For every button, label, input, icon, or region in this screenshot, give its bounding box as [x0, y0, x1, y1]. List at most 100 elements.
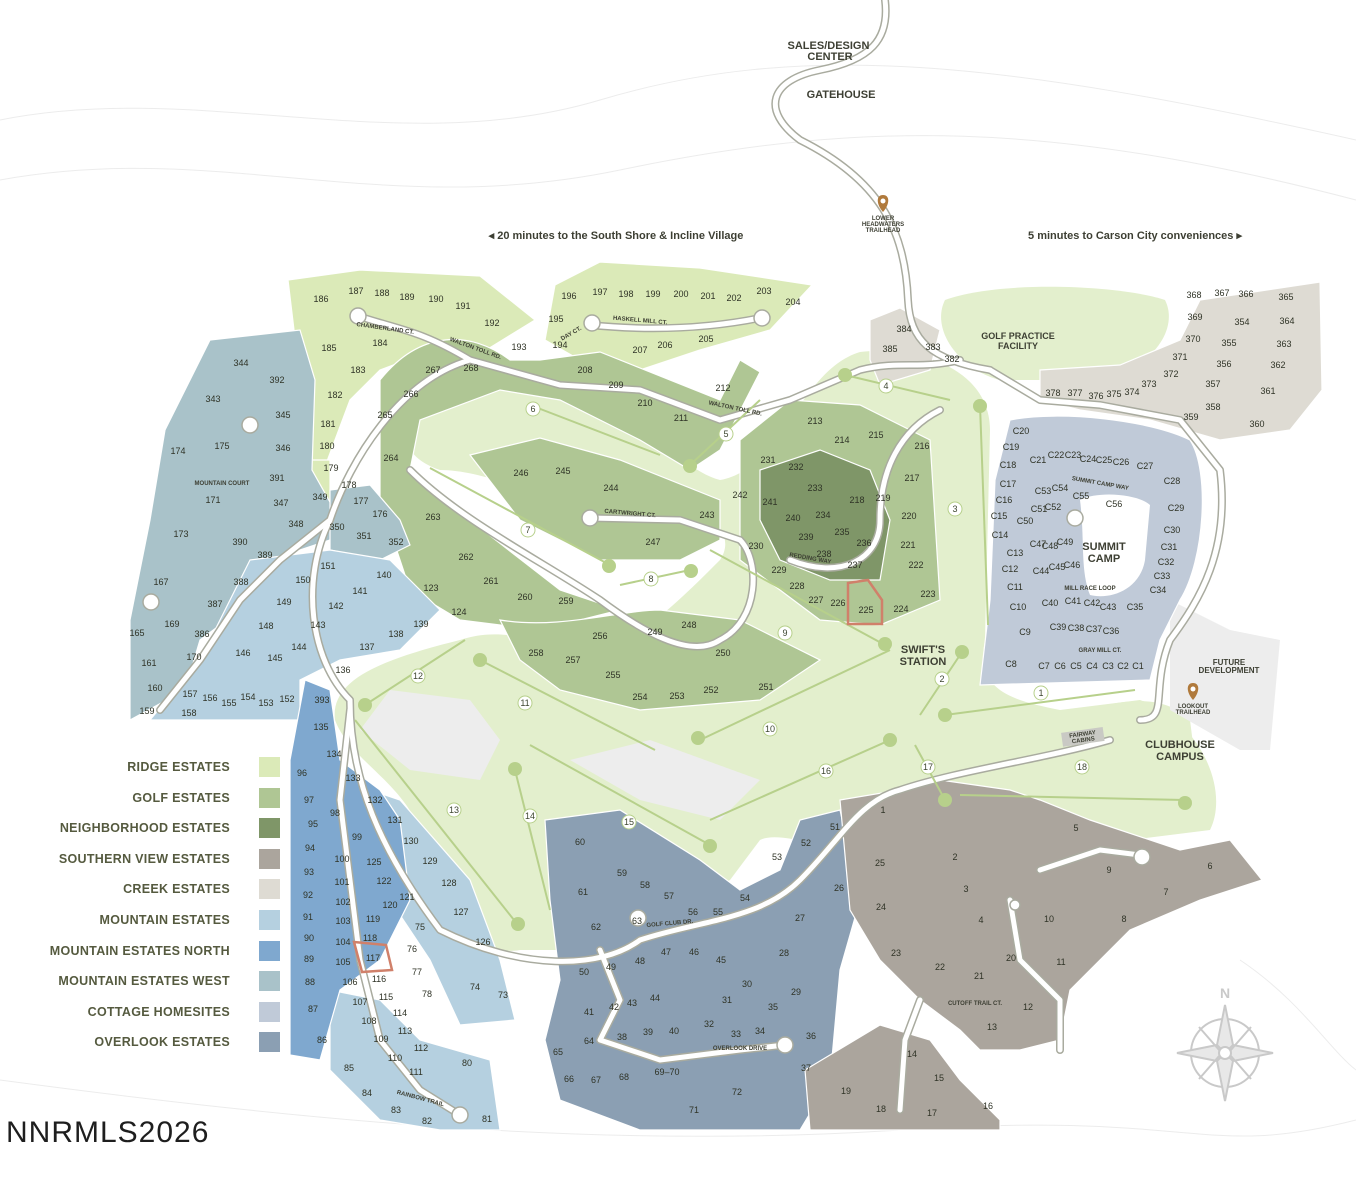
legend-swatch: [259, 787, 280, 808]
future-development-area: [1170, 600, 1280, 750]
svg-text:C27: C27: [1137, 461, 1154, 471]
svg-text:138: 138: [388, 629, 403, 639]
cul-de-sacs: [142, 307, 1151, 1124]
svg-text:154: 154: [240, 692, 255, 702]
svg-text:182: 182: [327, 390, 342, 400]
svg-text:C15: C15: [991, 511, 1008, 521]
svg-text:29: 29: [791, 987, 801, 997]
lower-trailhead-pin[interactable]: [877, 195, 889, 212]
svg-text:345: 345: [275, 410, 290, 420]
svg-text:109: 109: [373, 1034, 388, 1044]
svg-text:14: 14: [907, 1049, 917, 1059]
svg-text:119: 119: [366, 914, 380, 924]
svg-text:130: 130: [403, 836, 418, 846]
svg-text:57: 57: [664, 891, 674, 901]
svg-text:C44: C44: [1033, 566, 1050, 576]
svg-text:78: 78: [422, 989, 432, 999]
svg-text:242: 242: [732, 490, 747, 500]
svg-text:371: 371: [1172, 352, 1187, 362]
svg-text:259: 259: [558, 596, 573, 606]
svg-text:251: 251: [758, 682, 773, 692]
svg-text:171: 171: [205, 495, 220, 505]
svg-text:159: 159: [139, 706, 154, 716]
highlighted-lot-117[interactable]: [352, 940, 394, 974]
legend-label: RIDGE ESTATES: [127, 760, 230, 774]
svg-text:C19: C19: [1003, 442, 1020, 452]
svg-text:C1: C1: [1132, 661, 1144, 671]
svg-text:221: 221: [900, 540, 915, 550]
svg-text:67: 67: [591, 1075, 601, 1085]
svg-text:184: 184: [372, 338, 387, 348]
svg-text:226: 226: [830, 598, 845, 608]
legend-label: GOLF ESTATES: [132, 790, 230, 805]
svg-text:90: 90: [304, 933, 314, 943]
topo-contours: [0, 64, 1356, 1137]
svg-text:117: 117: [366, 953, 380, 963]
svg-text:13: 13: [987, 1022, 997, 1032]
legend-row: RIDGE ESTATES: [40, 754, 280, 785]
svg-text:372: 372: [1163, 369, 1178, 379]
svg-text:354: 354: [1234, 317, 1249, 327]
svg-text:C5: C5: [1070, 661, 1082, 671]
svg-text:39: 39: [643, 1027, 653, 1037]
svg-text:75: 75: [415, 922, 425, 932]
svg-text:252: 252: [703, 685, 718, 695]
svg-text:152: 152: [279, 694, 294, 704]
svg-text:131: 131: [387, 815, 402, 825]
svg-text:146: 146: [235, 648, 250, 658]
svg-text:266: 266: [403, 389, 418, 399]
hole-16: 16: [821, 766, 831, 776]
svg-text:220: 220: [901, 511, 916, 521]
svg-text:C6: C6: [1054, 661, 1066, 671]
highlighted-lot-225[interactable]: [846, 578, 884, 626]
svg-text:C46: C46: [1064, 560, 1081, 570]
svg-text:54: 54: [740, 893, 750, 903]
svg-text:28: 28: [779, 948, 789, 958]
svg-text:204: 204: [785, 297, 800, 307]
svg-text:215: 215: [868, 430, 883, 440]
svg-text:77: 77: [412, 967, 422, 977]
svg-text:8: 8: [1121, 914, 1126, 924]
svg-text:170: 170: [186, 652, 201, 662]
street-mountain-court: MOUNTAIN COURT: [195, 481, 250, 487]
svg-text:186: 186: [313, 294, 328, 304]
svg-text:C28: C28: [1164, 476, 1181, 486]
svg-text:167: 167: [153, 577, 168, 587]
hole-4: 4: [883, 381, 888, 391]
svg-text:35: 35: [768, 1002, 778, 1012]
svg-text:235: 235: [834, 527, 849, 537]
svg-text:124: 124: [451, 607, 466, 617]
svg-text:347: 347: [273, 498, 288, 508]
svg-text:128: 128: [441, 878, 456, 888]
legend-label: MOUNTAIN ESTATES NORTH: [49, 943, 230, 958]
svg-text:120: 120: [382, 900, 397, 910]
svg-text:12: 12: [1023, 1002, 1033, 1012]
svg-text:9: 9: [1106, 865, 1111, 875]
lookout-trailhead-pin[interactable]: [1187, 683, 1199, 700]
svg-text:C45: C45: [1049, 562, 1066, 572]
compass-north-label: N: [1220, 985, 1230, 1001]
svg-text:68: 68: [619, 1072, 629, 1082]
svg-text:18: 18: [876, 1104, 886, 1114]
svg-text:346: 346: [275, 443, 290, 453]
svg-text:16: 16: [983, 1101, 993, 1111]
svg-text:112: 112: [414, 1043, 428, 1053]
svg-text:87: 87: [308, 1004, 318, 1014]
svg-text:145: 145: [267, 653, 282, 663]
svg-text:C14: C14: [992, 530, 1009, 540]
svg-text:232: 232: [788, 462, 803, 472]
svg-text:362: 362: [1270, 360, 1285, 370]
svg-text:206: 206: [657, 340, 672, 350]
hole-15: 15: [624, 817, 634, 827]
hole-8: 8: [648, 574, 653, 584]
fairway-cabins-label: FAIRWAYCABINS: [1069, 730, 1097, 746]
svg-text:110: 110: [388, 1053, 402, 1063]
svg-text:236: 236: [856, 538, 871, 548]
svg-text:C21: C21: [1030, 455, 1047, 465]
svg-text:C41: C41: [1065, 596, 1082, 606]
svg-text:42: 42: [609, 1002, 619, 1012]
svg-text:104: 104: [335, 937, 350, 947]
svg-text:224: 224: [893, 604, 908, 614]
